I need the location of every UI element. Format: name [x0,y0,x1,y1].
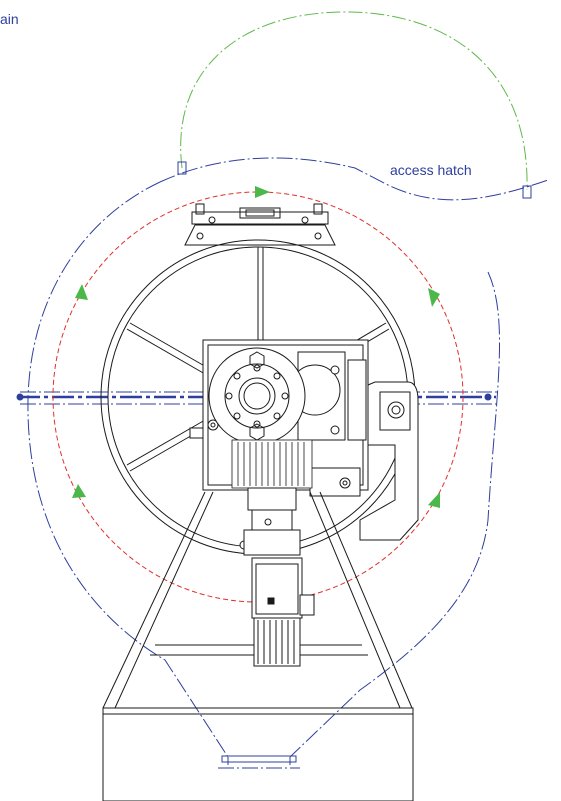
motor-coupling [239,487,301,556]
torque-arm [359,381,419,541]
access-hatch-label: access hatch [390,162,472,178]
electric-motor [251,557,315,667]
rotation-arrows [72,186,440,508]
drive-flange [208,347,306,445]
hatch-swing-arc [180,11,528,191]
support-frame [102,491,414,801]
gearbox-fins [231,439,313,489]
access-hatch-frame [184,203,336,246]
drain-outlet [218,755,300,769]
hatch-hinge-marks [177,161,532,199]
shaft-end-markers [16,393,492,401]
drain-label: ain [0,11,19,27]
